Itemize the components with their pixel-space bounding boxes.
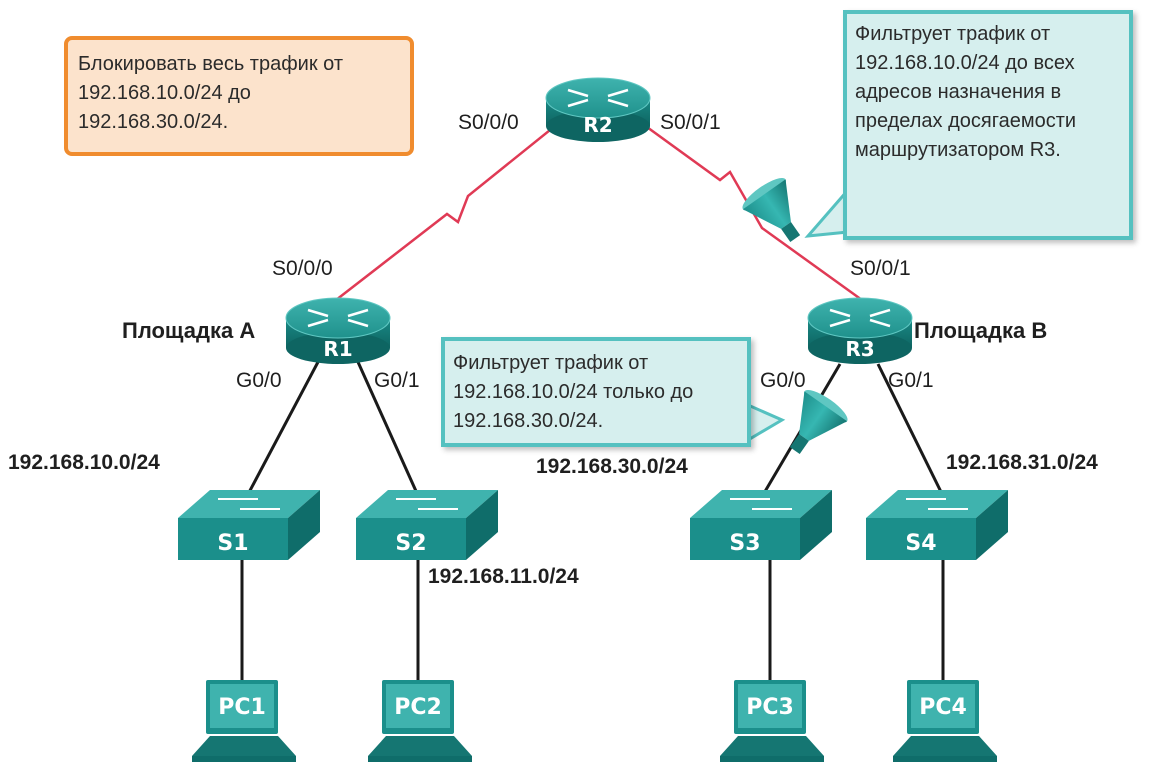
serial-link-r2-r1 [335,121,561,301]
serial-link-r2-r3 [639,120,863,302]
router-r2[interactable]: R2 [545,77,651,142]
pc-pc1[interactable]: PC1 [192,680,296,762]
note-filter-r2: Фильтрует трафик от 192.168.10.0/24 до в… [843,10,1133,240]
acl-filter-funnel-icon [789,390,848,455]
pc-pc2[interactable]: PC2 [368,680,472,762]
link-r1-s1 [243,361,320,501]
network-11-label: 192.168.11.0/24 [428,565,579,588]
router-r3-label: R3 [845,337,874,361]
note-block-rule: Блокировать весь трафик от 192.168.10.0/… [64,36,414,156]
network-10-label: 192.168.10.0/24 [8,451,160,474]
router-r1-label: R1 [323,337,352,361]
acl-filter-funnel-icon [742,178,801,243]
if-r3-g00: G0/0 [760,369,806,392]
switch-s1[interactable]: S1 [178,490,320,560]
pc-pc3[interactable]: PC3 [720,680,824,762]
switch-s4-label: S4 [905,531,936,556]
switch-s1-label: S1 [217,531,248,556]
switch-s2-label: S2 [395,531,426,556]
switch-s2[interactable]: S2 [356,490,498,560]
pc-pc4-label: PC4 [919,695,967,720]
note-filter-r2-text: Фильтрует трафик от 192.168.10.0/24 до в… [855,23,1077,161]
note-filter-r2-pointer [804,185,850,238]
switch-s3-label: S3 [729,531,760,556]
switch-s4[interactable]: S4 [866,490,1008,560]
note-block-rule-text: Блокировать весь трафик от 192.168.10.0/… [78,53,343,133]
site-b-label: Площадка B [914,318,1048,343]
if-r1-g00: G0/0 [236,369,282,392]
pc-pc3-label: PC3 [746,695,794,720]
if-r1-g01: G0/1 [374,369,420,392]
note-filter-r3-text: Фильтрует трафик от 192.168.10.0/24 толь… [453,352,694,432]
network-31-label: 192.168.31.0/24 [946,451,1098,474]
note-filter-r3: Фильтрует трафик от 192.168.10.0/24 толь… [441,337,751,447]
link-r1-s2 [356,361,422,501]
if-r2-s001: S0/0/1 [660,111,721,134]
pc-pc2-label: PC2 [394,695,442,720]
link-r3-s4 [876,363,947,501]
if-r3-s001: S0/0/1 [850,257,911,280]
if-r3-g01: G0/1 [888,369,934,392]
site-a-label: Площадка A [122,318,256,343]
pc-pc4[interactable]: PC4 [893,680,997,762]
if-r2-s000: S0/0/0 [458,111,519,134]
if-r1-s000: S0/0/0 [272,257,333,280]
router-r2-label: R2 [583,113,612,137]
router-r1[interactable]: R1 [285,297,391,364]
network-30-label: 192.168.30.0/24 [536,455,688,478]
pc-pc1-label: PC1 [218,695,266,720]
note-filter-r3-pointer [746,402,786,443]
router-r3[interactable]: R3 [807,297,913,364]
switch-s3[interactable]: S3 [690,490,832,560]
